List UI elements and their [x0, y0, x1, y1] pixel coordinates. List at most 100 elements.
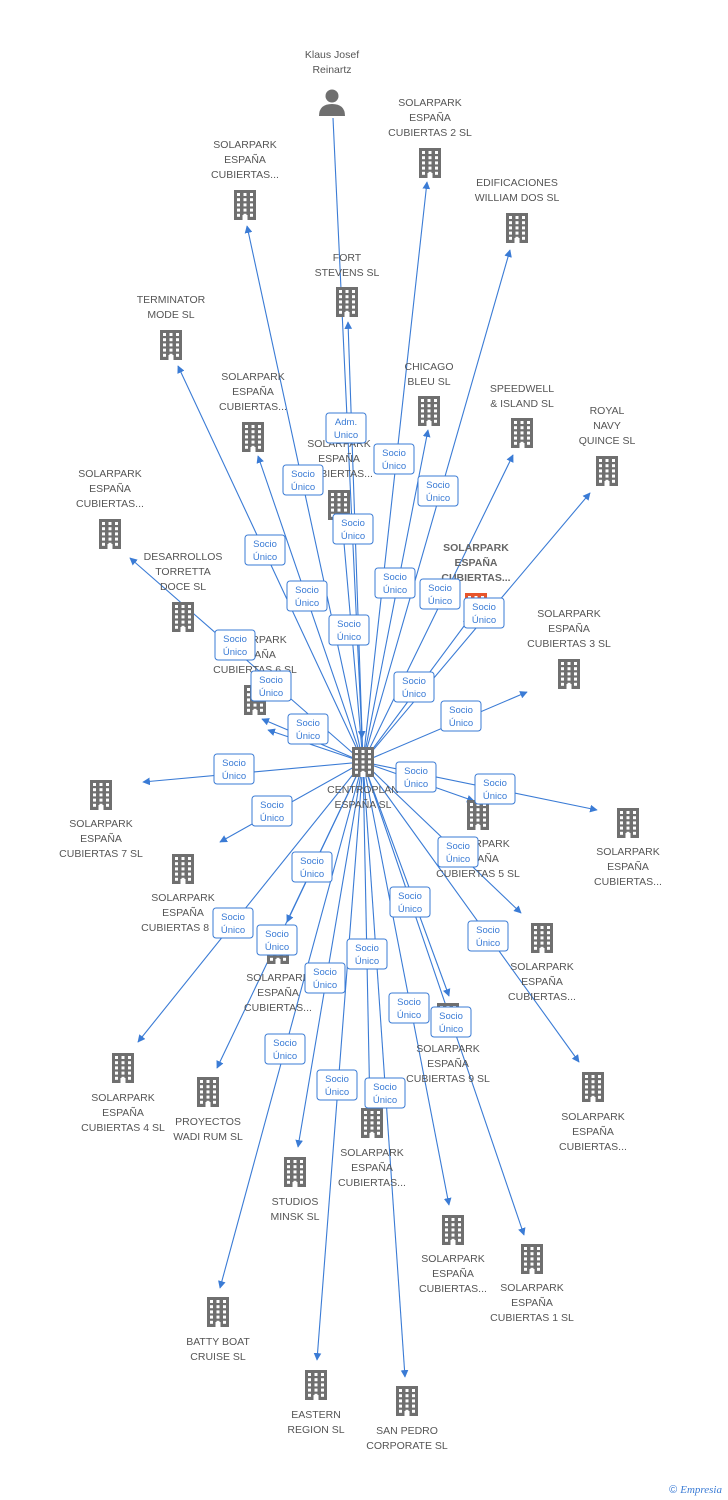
- node-label: WADI RUM SL: [173, 1131, 243, 1143]
- node-spc_f[interactable]: SOLARPARKESPAÑACUBIERTAS...: [508, 923, 576, 1003]
- node-label: SOLARPARK: [78, 468, 141, 480]
- node-speed[interactable]: SPEEDWELL& ISLAND SL: [490, 383, 554, 448]
- node-spc_i[interactable]: SOLARPARKESPAÑACUBIERTAS...: [338, 1108, 406, 1189]
- relation-badge-text: Único: [382, 461, 406, 472]
- relation-badge-text: Socio: [398, 891, 422, 902]
- relation-badge-text: Único: [295, 598, 319, 609]
- building-icon: [558, 659, 580, 689]
- person-icon: [319, 89, 345, 116]
- building-icon: [617, 808, 639, 838]
- node-label: ESPAÑA: [521, 975, 563, 988]
- relation-badge-text: Socio: [291, 469, 315, 480]
- relation-badge-text: Socio: [476, 925, 500, 936]
- relation-badge-text: Socio: [355, 943, 379, 954]
- empresia-logo[interactable]: ©Empresia: [669, 1484, 722, 1496]
- relation-badge[interactable]: Adm.Unico: [325, 412, 367, 444]
- relation-badge-text: Socio: [446, 841, 470, 852]
- node-label: CUBIERTAS...: [559, 1141, 627, 1153]
- edge-center-batty: [218, 761, 364, 1289]
- node-label: ESPAÑA: [162, 906, 204, 919]
- building-icon: [467, 800, 489, 830]
- node-label: CUBIERTAS 7 SL: [59, 848, 143, 860]
- relation-badge-text: Único: [398, 904, 422, 915]
- node-spc_b[interactable]: SOLARPARKESPAÑACUBIERTAS...: [219, 371, 287, 452]
- node-spc_a[interactable]: SOLARPARKESPAÑACUBIERTAS...: [211, 139, 279, 220]
- edge-center-spc_c: [267, 728, 364, 763]
- relation-badge-text: Único: [222, 771, 246, 782]
- relation-badge-text: Socio: [253, 539, 277, 550]
- node-spc_c[interactable]: SOLARPARKESPAÑACUBIERTAS...: [76, 468, 144, 549]
- edge-center-wadi: [216, 761, 364, 1069]
- node-label: SOLARPARK: [151, 892, 214, 904]
- relation-badge-text: Único: [426, 493, 450, 504]
- relation-badge-text: Único: [446, 854, 470, 865]
- relation-badge-text: Único: [341, 531, 365, 542]
- node-label: CUBIERTAS 4 SL: [81, 1122, 165, 1134]
- node-label: SOLARPARK: [537, 608, 600, 620]
- node-label: SPEEDWELL: [490, 383, 554, 395]
- building-icon: [531, 923, 553, 953]
- building-icon: [305, 1370, 327, 1400]
- relation-badge-text: Único: [476, 938, 500, 949]
- node-spc_j[interactable]: SOLARPARKESPAÑACUBIERTAS...: [419, 1215, 487, 1295]
- node-label: MODE SL: [147, 309, 194, 321]
- node-spc_h[interactable]: SOLARPARKESPAÑACUBIERTAS...: [559, 1072, 627, 1153]
- node-spc_e[interactable]: SOLARPARKESPAÑACUBIERTAS...: [594, 808, 662, 888]
- node-label: CUBIERTAS 1 SL: [490, 1312, 574, 1324]
- relation-badge-text: Socio: [402, 676, 426, 687]
